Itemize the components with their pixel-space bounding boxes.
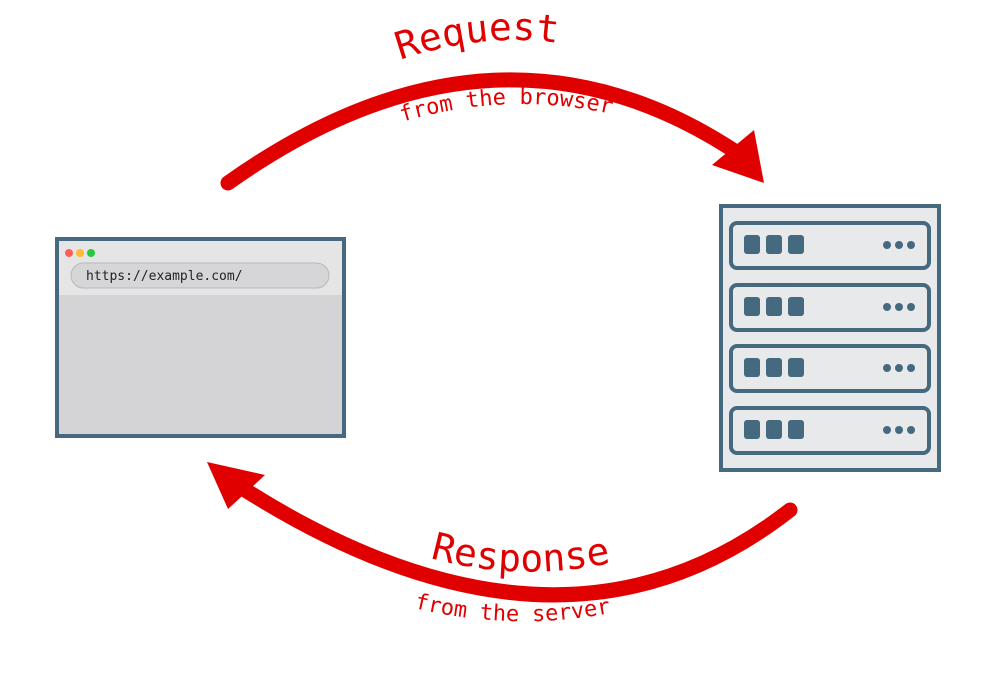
response-label: Response: [428, 524, 613, 581]
status-light-icon: [907, 241, 915, 249]
server-unit-panel: [729, 406, 931, 455]
status-light-icon: [895, 364, 903, 372]
drive-bay-icon: [766, 358, 782, 377]
status-light-icon: [895, 303, 903, 311]
drive-bay-icon: [766, 297, 782, 316]
server-rack: [719, 204, 941, 472]
response-arrow: [207, 462, 798, 603]
server-unit-panel: [729, 221, 931, 270]
drive-bay-icon: [766, 420, 782, 439]
status-light-icon: [895, 241, 903, 249]
status-light-icon: [907, 303, 915, 311]
status-light-icon: [883, 426, 891, 434]
request-arrowhead-icon: [712, 130, 764, 183]
server-unit: [729, 283, 931, 332]
server-unit-panel: [729, 283, 931, 332]
maximize-window-dot-icon[interactable]: [87, 249, 95, 257]
status-light-icon: [883, 364, 891, 372]
drive-bay-icon: [744, 420, 760, 439]
server-unit: [729, 406, 931, 455]
drive-bay-icon: [744, 297, 760, 316]
status-light-icon: [907, 364, 915, 372]
drive-bay-icon: [766, 235, 782, 254]
request-arrow-shaft: [220, 72, 753, 191]
response-arrowhead-icon: [207, 462, 265, 509]
browser-content-area: [59, 295, 342, 434]
server-unit: [729, 221, 931, 270]
drive-bay-icon: [744, 358, 760, 377]
drive-bay-icon: [788, 358, 804, 377]
status-light-icon: [883, 241, 891, 249]
drive-bay-icon: [788, 420, 804, 439]
drive-bay-icon: [788, 297, 804, 316]
status-light-icon: [895, 426, 903, 434]
status-light-icon: [907, 426, 915, 434]
server-unit-panel: [729, 344, 931, 393]
drive-bay-icon: [788, 235, 804, 254]
response-arrow-shaft: [234, 480, 798, 603]
close-window-dot-icon[interactable]: [65, 249, 73, 257]
drive-bay-icon: [744, 235, 760, 254]
address-bar[interactable]: [70, 262, 330, 289]
browser-window: https://example.com/: [55, 237, 346, 438]
minimize-window-dot-icon[interactable]: [76, 249, 84, 257]
status-light-icon: [883, 303, 891, 311]
server-unit: [729, 344, 931, 393]
request-label: Request: [390, 5, 562, 69]
address-bar-url: https://example.com/: [86, 269, 243, 284]
request-arrow: [220, 72, 764, 191]
